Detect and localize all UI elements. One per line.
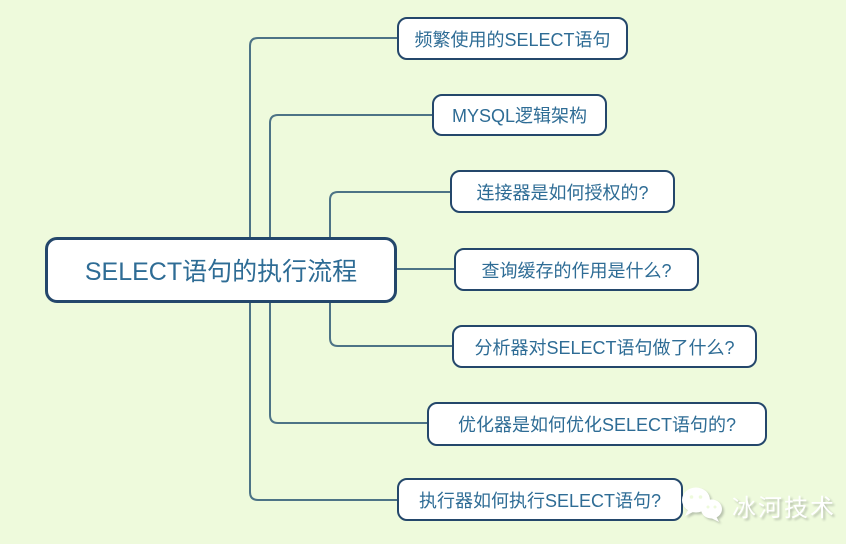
connector-line: [329, 191, 450, 237]
branch-analyzer-role[interactable]: 分析器对SELECT语句做了什么?: [452, 325, 757, 368]
connector-line: [249, 303, 397, 501]
watermark: 冰河技术: [680, 486, 836, 524]
central-topic-label: SELECT语句的执行流程: [84, 258, 358, 286]
branch-label: 查询缓存的作用是什么?: [481, 260, 672, 281]
branch-label: 连接器是如何授权的?: [476, 182, 649, 203]
branch-optimizer-role[interactable]: 优化器是如何优化SELECT语句的?: [427, 402, 767, 446]
branch-label: 执行器如何执行SELECT语句?: [418, 490, 662, 511]
branch-label: 分析器对SELECT语句做了什么?: [474, 337, 735, 358]
watermark-label: 冰河技术: [732, 494, 836, 522]
branch-label: 优化器是如何优化SELECT语句的?: [457, 415, 737, 435]
connector-line: [269, 114, 432, 237]
branch-mysql-logical-architecture[interactable]: MYSQL逻辑架构: [432, 94, 607, 136]
branch-label: 频繁使用的SELECT语句: [414, 29, 611, 50]
connector-line: [329, 303, 452, 347]
branch-query-cache-purpose[interactable]: 查询缓存的作用是什么?: [454, 248, 699, 291]
branch-label: MYSQL逻辑架构: [451, 106, 588, 126]
central-topic-node[interactable]: SELECT语句的执行流程: [45, 237, 397, 303]
wechat-icon: [682, 487, 722, 522]
branch-executor-role[interactable]: 执行器如何执行SELECT语句?: [397, 478, 683, 521]
connector-line: [269, 303, 427, 424]
connector-line: [249, 37, 397, 237]
branch-frequent-select-statements[interactable]: 频繁使用的SELECT语句: [397, 17, 628, 60]
branch-connector-authorization[interactable]: 连接器是如何授权的?: [450, 170, 675, 213]
